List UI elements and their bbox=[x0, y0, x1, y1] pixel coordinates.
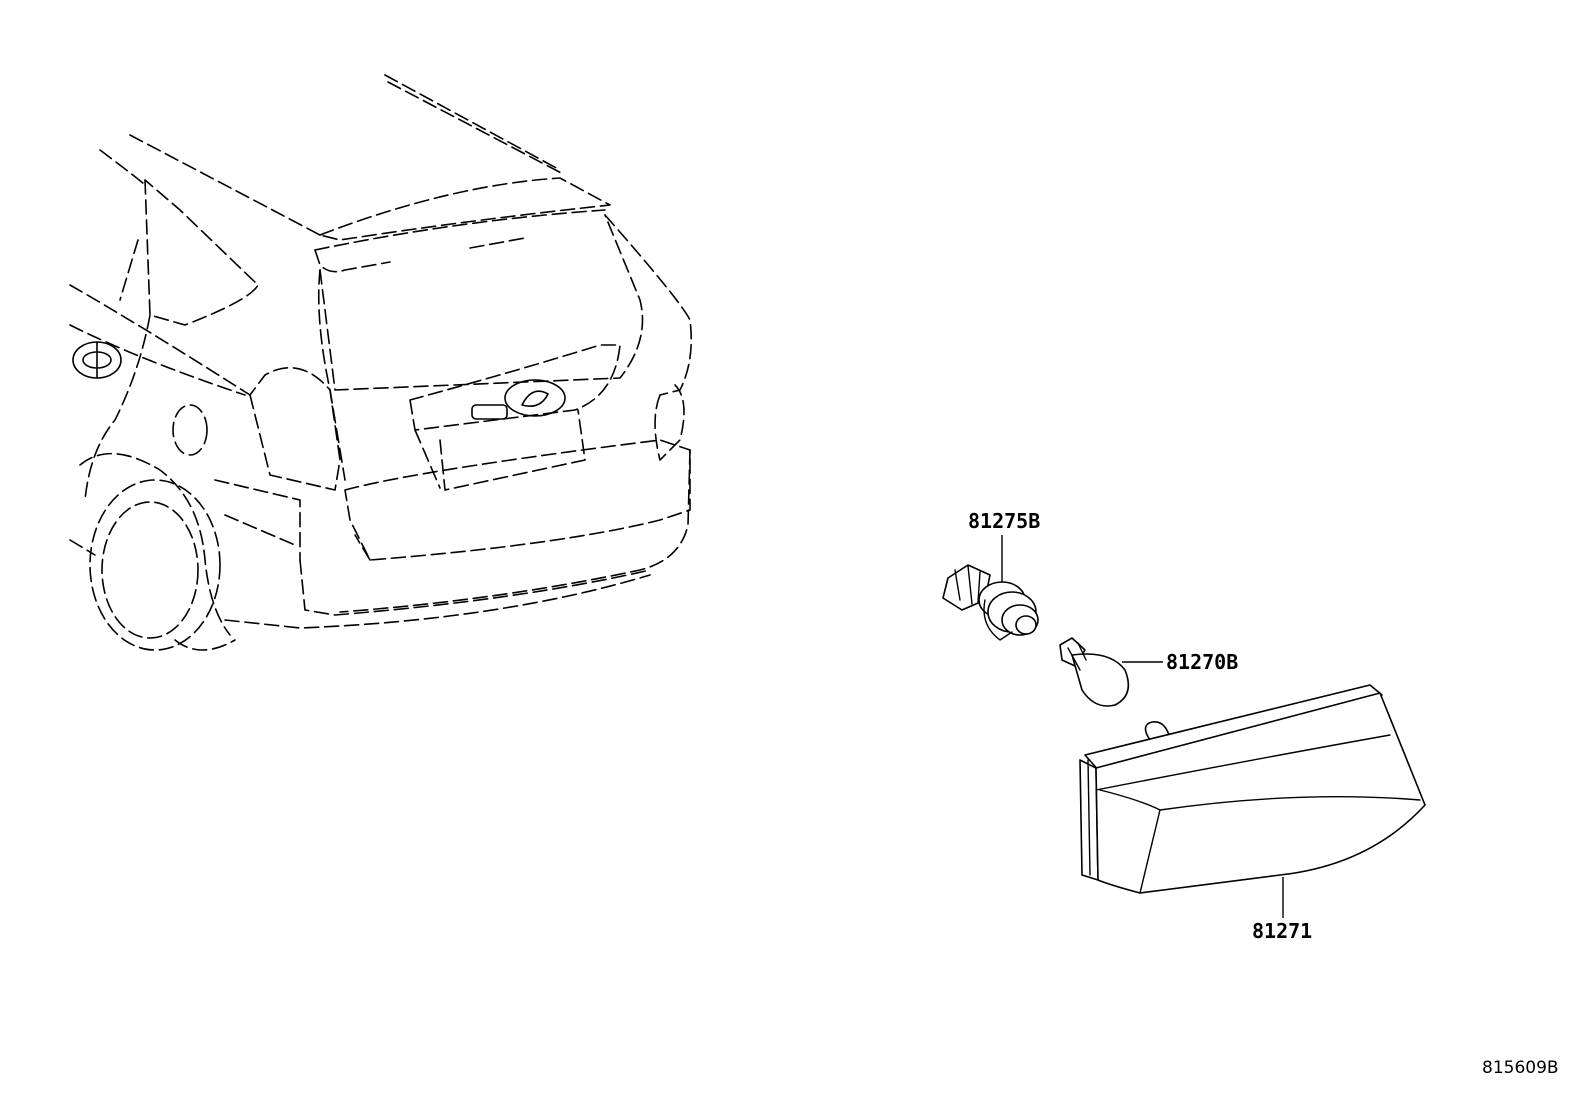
label-81271: 81271 bbox=[1252, 919, 1312, 943]
vehicle-rear-outline bbox=[69, 74, 693, 651]
drawing-reference-number: 815609B bbox=[1482, 1058, 1559, 1078]
label-81275b: 81275B bbox=[968, 509, 1040, 533]
label-81270b: 81270B bbox=[1166, 650, 1238, 674]
part-81275b-socket[interactable] bbox=[942, 564, 1039, 641]
part-81270b-bulb[interactable] bbox=[1059, 637, 1130, 707]
part-81271-lamp-assembly[interactable] bbox=[1079, 684, 1426, 894]
